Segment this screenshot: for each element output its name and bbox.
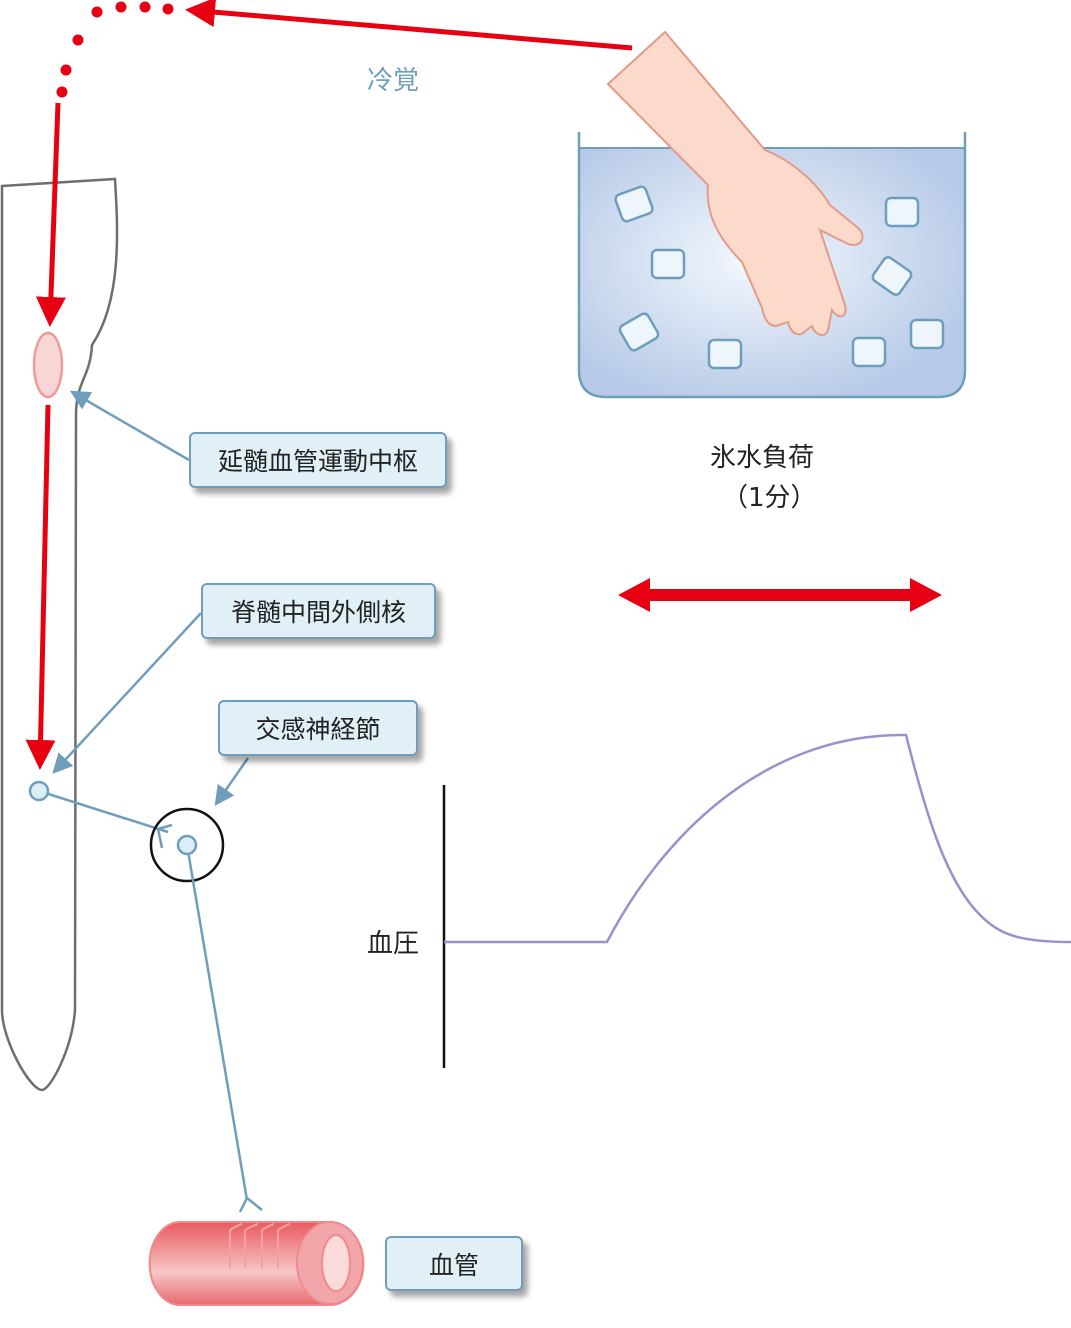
- ice-water-load-label: 氷水負荷: [710, 443, 815, 473]
- blood-vessel-illustration: [148, 1221, 365, 1306]
- duration-double-arrow: [618, 578, 942, 612]
- ganglion-circle: [149, 807, 225, 883]
- synapse-terminal: [156, 823, 173, 849]
- medulla-center-label: 延髄血管運動中枢: [189, 432, 447, 488]
- spinal-cord-outline: [0, 177, 119, 1092]
- dotted-path: [56, 1, 174, 98]
- hand-illustration: [606, 30, 864, 336]
- descending-arrow-to-spinal: [25, 404, 56, 770]
- ganglion-neuron: [176, 834, 198, 856]
- postganglionic-fiber: [185, 844, 249, 1201]
- bp-curve: [444, 733, 1071, 944]
- medulla-center-node: [32, 331, 64, 399]
- spinal-neuron: [28, 780, 50, 802]
- pointer-spinal: [52, 612, 202, 774]
- blood-vessel-label: 血管: [385, 1236, 523, 1291]
- sympathetic-ganglion-label: 交感神経節: [218, 700, 418, 756]
- duration-label: （1分）: [722, 483, 817, 513]
- vessel-terminal: [238, 1197, 263, 1213]
- descending-arrow-to-medulla: [35, 102, 66, 327]
- cold-afferent-arrow: [185, 0, 633, 51]
- blood-pressure-label: 血圧: [367, 929, 420, 959]
- pointer-medulla: [69, 390, 190, 462]
- cold-sensation-label: 冷覚: [367, 66, 420, 96]
- pointer-ganglion: [214, 757, 250, 807]
- preganglionic-fiber: [38, 789, 169, 834]
- ice-cube-icons: [614, 185, 945, 370]
- spinal-nucleus-label: 脊髄中間外側核: [201, 583, 436, 639]
